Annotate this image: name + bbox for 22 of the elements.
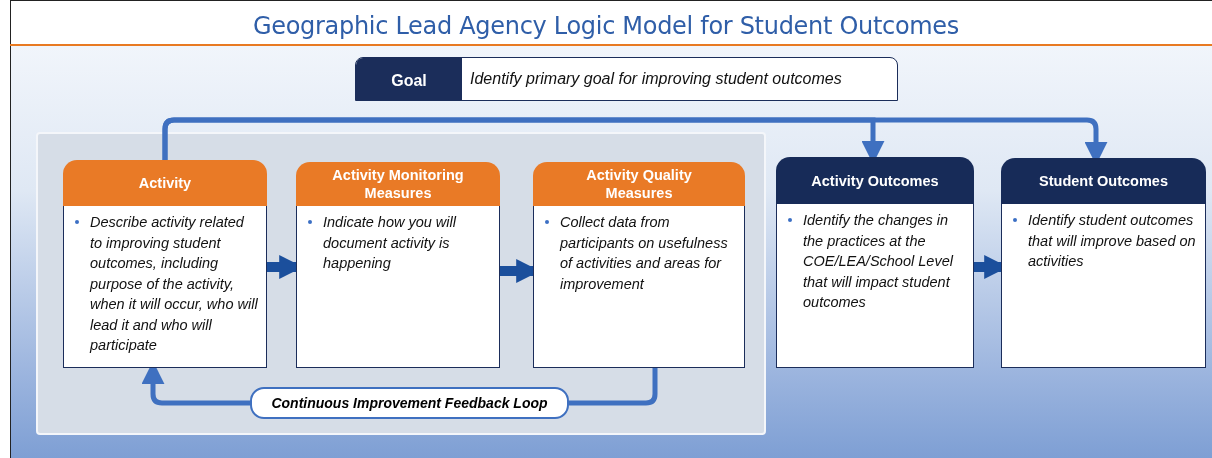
- goal-text: Identify primary goal for improving student outcomes: [469, 69, 842, 89]
- process-box: [63, 160, 267, 368]
- diagram-title: Geographic Lead Agency Logic Model for Student Outcomes: [251, 12, 961, 40]
- process-box: [776, 157, 974, 368]
- box-heading: Activity: [63, 160, 267, 206]
- process-box: [296, 162, 500, 368]
- connector-line: [569, 368, 658, 406]
- process-box: [1001, 158, 1206, 368]
- process-box: [533, 162, 745, 368]
- bullet-text: Identify student outcomes that will improve based on activities: [1001, 204, 1206, 368]
- box-heading: Activity Monitoring Measures: [296, 162, 500, 206]
- box-heading: Activity Quality Measures: [533, 162, 745, 206]
- goal-label: Goal: [356, 58, 462, 100]
- feedback-loop-label: Continuous Improvement Feedback Loop: [250, 387, 569, 419]
- bullet-text: Indicate how you will document activity is happening: [296, 206, 500, 368]
- goal-box: [355, 57, 898, 101]
- bullet-text: Collect data from participants on usefulness of activities and areas for improvement: [533, 206, 745, 368]
- box-heading: Student Outcomes: [1001, 158, 1206, 204]
- bullet-text: Describe activity related to improving student outcomes, including purpose of the activity, when it will occur, who will lead it and who will participate: [63, 206, 267, 368]
- activity-panel: [36, 132, 766, 435]
- bullet-text: Identify the changes in the practices at the COE/LEA/School Level that will impact student outcomes: [776, 204, 974, 368]
- box-heading: Activity Outcomes: [776, 157, 974, 204]
